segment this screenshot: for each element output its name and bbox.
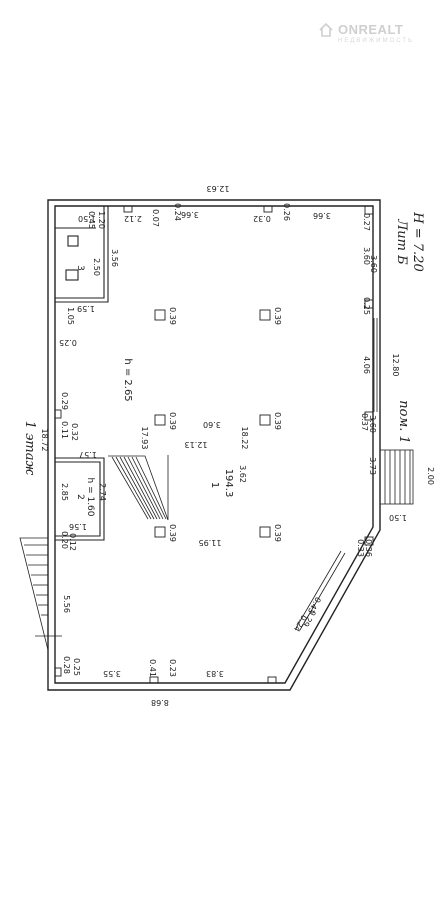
dim-top-045: 0.45: [87, 211, 96, 229]
dim-left-011: 0.11: [60, 421, 69, 439]
dim-right-total: 12.80: [391, 354, 400, 377]
entrance-stairs: [379, 449, 414, 505]
col-label: 0.39: [273, 412, 282, 430]
col-label: 0.39: [168, 307, 177, 325]
dim-left-025b: 0.25: [72, 658, 81, 676]
wall-niches: [54, 205, 374, 684]
dim-right-037: 0.37: [360, 413, 369, 431]
watermark-brand: ONREALT: [338, 22, 404, 37]
dim-left-020: 0.20: [60, 531, 69, 549]
dim-right-406: 4.06: [362, 356, 371, 374]
dim-bottom-355: 3.55: [103, 669, 121, 678]
outer-walls: [47, 199, 381, 691]
dim-r2-285: 2.85: [60, 483, 69, 501]
dim-top-120: 1.20: [97, 211, 106, 229]
room-2: [55, 457, 105, 541]
dim-top-026: 0.26: [282, 203, 291, 221]
dim-left-012: 0.12: [68, 533, 77, 551]
diagonal-window: [295, 550, 346, 631]
dim-mid-1793: 17.93: [140, 427, 149, 450]
dim-left-556: 5.56: [62, 595, 71, 613]
dim-mid-1822: 18.22: [240, 427, 249, 450]
dim-r3-356: 3.56: [110, 249, 119, 267]
dim-right-025: 0.25: [362, 297, 371, 315]
room2-height: h = 1.60: [85, 477, 95, 516]
dim-top-032: 0.32: [253, 214, 271, 223]
dim-left-total: 18.72: [40, 429, 49, 452]
dim-r2-274: 2.74: [98, 483, 107, 501]
dim-mid-362: 3.62: [238, 465, 247, 483]
dim-top-007: 0.07: [151, 209, 160, 227]
dim-top-024: 0.24: [173, 203, 182, 221]
dim-bottom-023: 0.23: [168, 659, 177, 677]
room3-num: 3: [75, 265, 85, 271]
dim-bottom-total: 8.68: [151, 698, 169, 707]
dim-left-028: 0.28: [62, 656, 71, 674]
height-label: Н = 7.20: [410, 211, 425, 271]
plan-labels: 1 этаж Лит Б Н = 7.20 пом. 1 h = 2.65 1 …: [22, 184, 435, 707]
lit-label: Лит Б: [394, 218, 409, 265]
col-label: 0.39: [168, 524, 177, 542]
dim-top-212: 2.12: [124, 214, 142, 223]
dim-r3-250: 2.50: [92, 258, 101, 276]
dim-right-036: 0.36: [364, 539, 373, 557]
room2-num: 2: [75, 494, 85, 500]
dim-r3-105: 1.05: [66, 307, 75, 325]
floor-label: 1 этаж: [22, 421, 37, 476]
dim-right-150: 1.50: [389, 513, 407, 522]
dim-mid-1195: 11.95: [199, 538, 222, 547]
watermark-tagline: НЕДВИЖИМОСТЬ: [338, 38, 414, 44]
dim-right-200: 2.00: [426, 467, 435, 485]
room1-area: 194.3: [223, 469, 234, 498]
dim-left-025: 0.25: [59, 338, 77, 347]
dim-top-150: 1.50: [78, 214, 96, 223]
dim-mid-360: 3.60: [203, 420, 221, 429]
col-label: 0.39: [273, 524, 282, 542]
dim-bottom-383: 3.83: [206, 669, 224, 678]
dim-r2-156: 1.56: [69, 522, 87, 531]
dim-right-373: 3.73: [368, 457, 377, 475]
house-logo-icon: [319, 22, 333, 37]
dim-right-360a: 3.60: [362, 247, 371, 265]
room1-height: h = 2.65: [122, 358, 133, 401]
col-label: 0.39: [168, 412, 177, 430]
dim-top-366b: 3.66: [313, 211, 331, 220]
dim-top-366a: 3.66: [181, 210, 199, 219]
dim-right-027: 0.27: [362, 213, 371, 231]
col-label: 0.39: [273, 307, 282, 325]
dim-left-032: 0.32: [70, 423, 79, 441]
right-window: [373, 318, 378, 412]
dim-mid-1213: 12.13: [185, 440, 208, 449]
dim-left-029: 0.29: [60, 392, 69, 410]
columns: [154, 309, 271, 538]
dim-r3-159: 1.59: [77, 304, 95, 313]
room-3: [55, 205, 109, 303]
dim-top-total: 12.63: [207, 184, 230, 193]
room1-label: пом. 1: [396, 400, 411, 444]
watermark: [318, 18, 436, 52]
dim-right-360c: 3.60: [368, 415, 377, 433]
inner-stairs: [108, 455, 169, 521]
dim-right-033: 0.33: [356, 539, 365, 557]
left-ramp: [19, 537, 62, 651]
room1-area-num: 1: [209, 482, 220, 488]
dim-left-157: 1.57: [79, 450, 97, 459]
dim-right-360b: 3.60: [369, 255, 378, 273]
dim-bottom-041: 0.41: [148, 659, 157, 677]
